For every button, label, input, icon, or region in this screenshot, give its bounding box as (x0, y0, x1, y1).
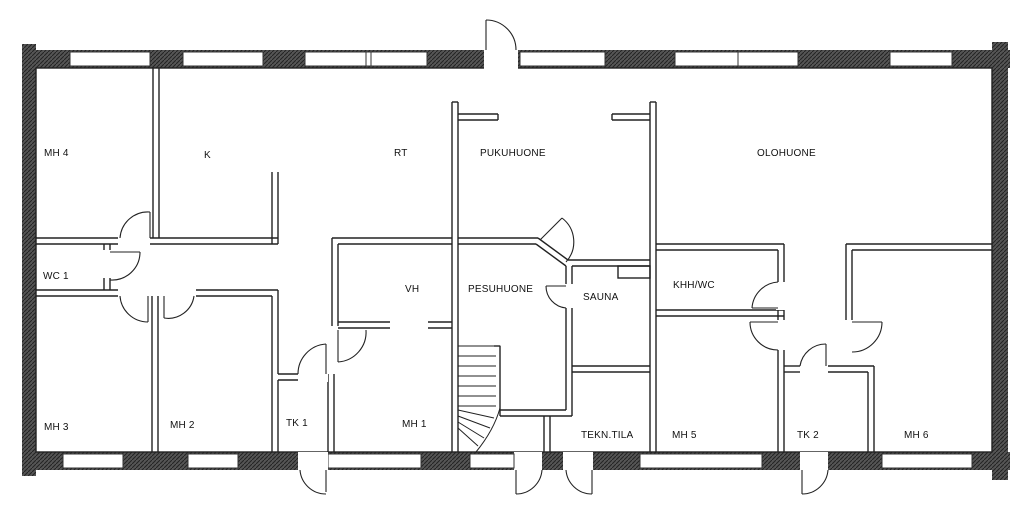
interior-walls (36, 68, 992, 452)
room-label-pesuhuone: PESUHUONE (468, 284, 533, 295)
room-label-tekntila: TEKN.TILA (581, 430, 633, 441)
room-label-rt: RT (394, 148, 408, 159)
room-label-k: K (204, 150, 211, 161)
room-labels: MH 4 K RT PUKUHUONE OLOHUONE WC 1 VH PES… (43, 148, 929, 441)
room-label-khhwc: KHH/WC (673, 280, 715, 291)
room-label-mh3: MH 3 (44, 422, 69, 433)
room-label-mh4: MH 4 (44, 148, 69, 159)
exterior-walls (22, 42, 1010, 480)
bottom-windows (62, 452, 973, 470)
top-windows (69, 51, 953, 67)
room-label-tk2: TK 2 (797, 430, 819, 441)
room-label-wc1: WC 1 (43, 271, 69, 282)
room-label-mh2: MH 2 (170, 420, 195, 431)
room-label-mh5: MH 5 (672, 430, 697, 441)
doors (102, 211, 883, 495)
room-label-sauna: SAUNA (583, 292, 619, 303)
staircase (457, 345, 501, 453)
room-label-mh6: MH 6 (904, 430, 929, 441)
room-label-mh1: MH 1 (402, 419, 427, 430)
room-label-pukuhuone: PUKUHUONE (480, 148, 546, 159)
main-entrance-door (484, 19, 518, 70)
room-label-vh: VH (405, 284, 419, 295)
room-label-olohuone: OLOHUONE (757, 148, 816, 159)
room-label-tk1: TK 1 (286, 418, 308, 429)
